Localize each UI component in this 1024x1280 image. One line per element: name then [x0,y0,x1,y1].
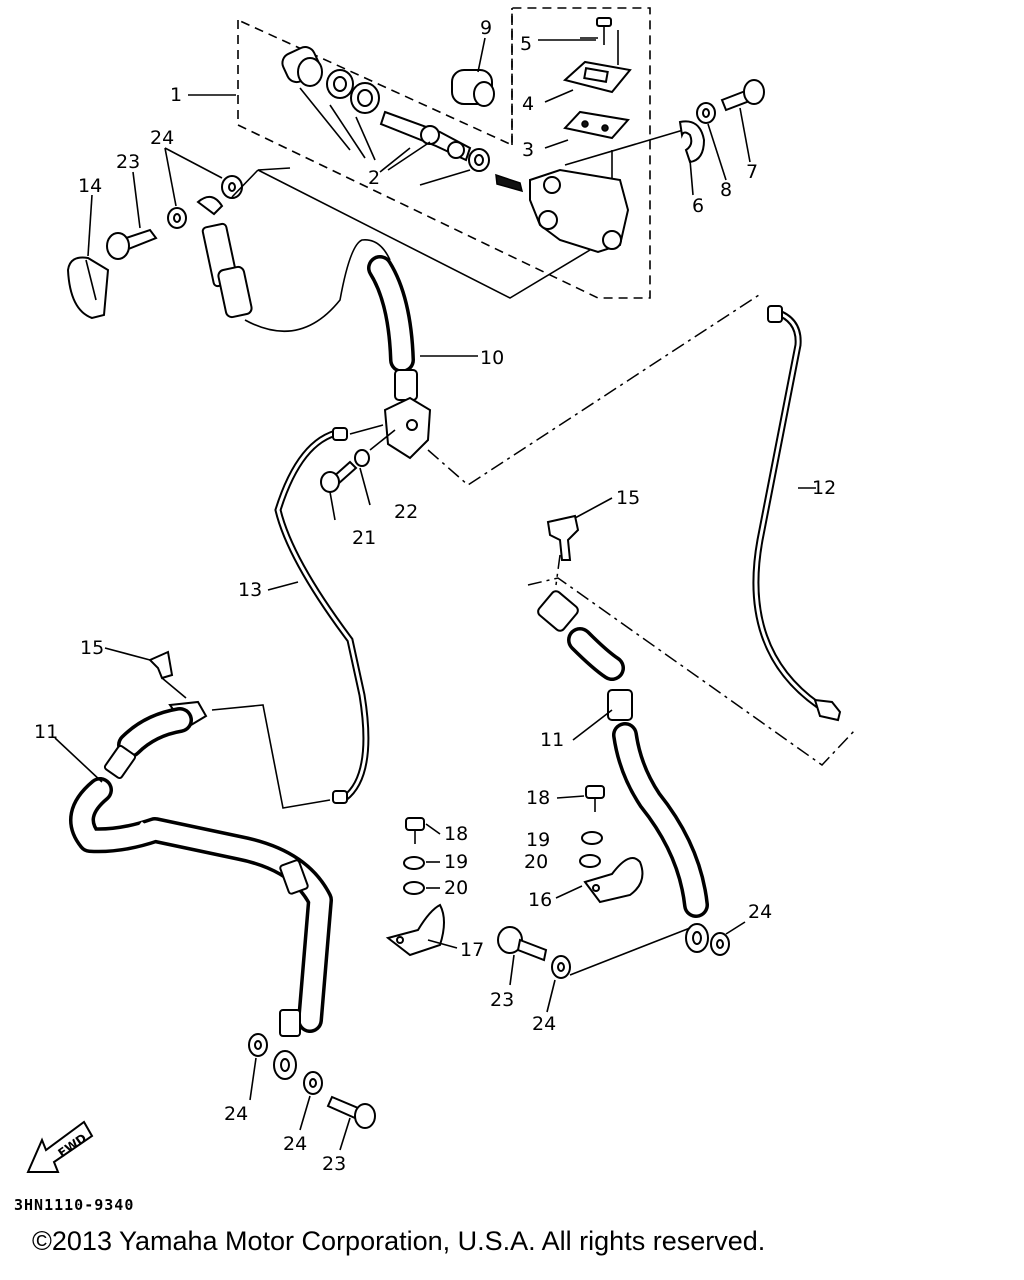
right-brake-hose [537,514,709,953]
copper-washer-left-b [303,1071,323,1095]
callout-10: 10 [480,347,504,369]
callout-8: 8 [720,179,732,201]
callout-19-right: 19 [526,829,550,851]
fwd-arrow-icon: FWD [26,1120,94,1173]
callout-18-right: 18 [526,787,550,809]
clamp-washer-left-a [403,856,425,870]
callout-17: 17 [460,939,484,961]
callout-11-left: 11 [34,721,58,743]
callout-15-right: 15 [616,487,640,509]
callout-23-middle: 23 [490,989,514,1011]
brake-pipe-left [274,424,384,804]
callout-4: 4 [522,93,534,115]
copper-washer-top-a [167,207,187,229]
copyright-notice: ©2013 Yamaha Motor Corporation, U.S.A. A… [32,1226,766,1256]
reservoir-cap [451,69,495,107]
clamp-washer-left-b [403,881,425,895]
callout-24-middle: 24 [532,1013,556,1035]
callout-20-right: 20 [524,851,548,873]
copper-washer-top-b [221,175,243,199]
callout-21: 21 [352,527,376,549]
brake-hose-joint [383,396,432,460]
diaphragm [563,110,630,140]
upper-brake-hose [196,195,418,401]
callout-11-right: 11 [540,729,564,751]
copper-washer-right-b [551,955,571,979]
callout-24-left-b: 24 [283,1133,307,1155]
banjo-bolt-right [497,926,548,962]
copper-washer-left-a [248,1033,268,1057]
leader-lines [54,37,816,1151]
callout-24-top: 24 [150,127,174,149]
callout-5: 5 [520,33,532,55]
callout-20-left: 20 [444,877,468,899]
clamp-washer-right-b [579,854,601,868]
banjo-bolt-top [106,228,158,260]
cap-screw [580,17,619,65]
brake-pipe-right [752,305,842,722]
hose-clamp-right [583,857,644,904]
callout-23-bottom: 23 [322,1153,346,1175]
clamp-bolt-right [585,785,605,812]
callout-19-left: 19 [444,851,468,873]
reservoir-plate [562,60,632,94]
callout-12: 12 [812,477,836,499]
callout-1: 1 [170,84,182,106]
banjo-bolt-left [326,1095,376,1129]
hose-clamp-left [385,903,445,957]
holder-washer [696,102,716,124]
callout-24-right: 24 [748,901,772,923]
callout-15-left: 15 [80,637,104,659]
holder-bolt [720,79,765,112]
callout-14: 14 [78,175,102,197]
joint-bolt [320,460,358,493]
parts-diagram: FWD 1 2 3 4 5 6 7 8 9 10 11 11 12 13 14 … [26,7,856,1175]
clamp-washer-right-a [581,831,603,845]
left-brake-hose [69,650,333,1080]
callout-2: 2 [368,167,380,189]
joint-washer [354,449,370,467]
clamp-bolt-left [405,817,425,844]
callout-22: 22 [394,501,418,523]
callout-18-left: 18 [444,823,468,845]
master-cylinder-kit [281,46,524,193]
callout-6: 6 [692,195,704,217]
callout-labels: 1 2 3 4 5 6 7 8 9 10 11 11 12 13 14 15 1… [34,17,836,1175]
handlebar-holder [678,120,706,164]
diagram-code: 3HN1110-9340 [14,1196,135,1214]
master-cylinder-assembly-box [237,7,651,299]
callout-16: 16 [528,889,552,911]
copper-washer-right-a [710,932,730,956]
master-cylinder-body [529,127,691,254]
callout-23-top: 23 [116,151,140,173]
callout-24-left-a: 24 [224,1103,248,1125]
callout-7: 7 [746,161,758,183]
callout-3: 3 [522,139,534,161]
hose-cover [66,256,110,320]
callout-13: 13 [238,579,262,601]
callout-9: 9 [480,17,492,39]
